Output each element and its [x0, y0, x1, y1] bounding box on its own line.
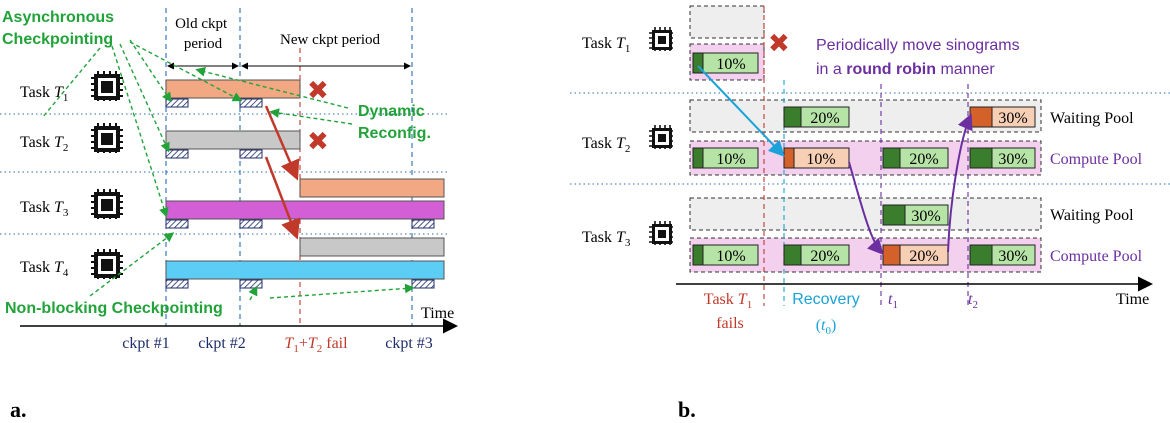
cpu-chip-icon	[649, 27, 673, 51]
dynamic-reconfig-label: Dynamic Reconfig.	[358, 103, 431, 142]
chunk-label: 30%	[998, 151, 1027, 168]
round-robin-note-line2: in a round robin manner	[816, 61, 995, 78]
time-axis-label: Time	[421, 305, 454, 322]
round-robin-arrow	[848, 161, 884, 255]
nonblocking-annotation-lines	[89, 232, 415, 301]
panel-b-label: b.	[678, 397, 696, 422]
chunk-task2-wait-20: 20%	[783, 106, 850, 128]
chunk-task2-10: 10%	[692, 147, 759, 169]
new-period-label: New ckpt period	[280, 32, 380, 48]
reassign-arrow	[264, 156, 300, 240]
chunk-task3-moved-20: 20%	[882, 244, 949, 266]
chunk-task3-wait-30: 30%	[882, 204, 949, 226]
time-axis-label: Time	[1116, 291, 1149, 308]
round-robin-note: Periodically move sinograms	[816, 37, 1020, 54]
chunk-label: 30%	[998, 248, 1027, 265]
task2-new-bar	[299, 237, 445, 257]
fail-x-icon: ✖	[768, 28, 790, 58]
cpu-chip-icon	[91, 249, 123, 279]
ckpt-label: ckpt #3	[385, 335, 433, 352]
task1-fails-label: Task T1 fails	[704, 291, 756, 332]
cpu-chip-icon	[649, 221, 673, 245]
chunk-task1-10: 10%	[692, 52, 759, 74]
chunk-label: 20%	[909, 151, 938, 168]
ckpt-label: ckpt #1	[122, 335, 170, 352]
t2-label: t2	[968, 291, 978, 311]
chunk-label: 10%	[806, 151, 835, 168]
chunk-label: 30%	[911, 208, 940, 225]
cpu-chip-icon	[91, 189, 123, 219]
ckpt-label: ckpt #2	[198, 335, 246, 352]
task1-new-bar	[299, 178, 445, 198]
old-period-label: Old ckpt period	[175, 16, 231, 52]
recovery-time-label: (t0)	[816, 317, 837, 337]
compute-pool-label: Compute Pool	[1050, 151, 1143, 168]
chunk-task3-20: 20%	[783, 244, 850, 266]
chunk-label: 20%	[810, 248, 839, 265]
chunk-label: 20%	[810, 110, 839, 127]
chunk-label: 10%	[716, 151, 745, 168]
task2-bar	[165, 130, 301, 150]
chunk-task2-30: 30%	[969, 147, 1036, 169]
recovery-move-arrow	[697, 65, 785, 157]
fail-x-icon: ✖	[307, 75, 329, 105]
waiting-pool-label: Waiting Pool	[1050, 110, 1134, 127]
task-label: Task T3	[20, 199, 69, 219]
task-labels-b: Task T1 Task T2 Task T3	[582, 35, 631, 249]
cpu-chip-icon	[91, 71, 123, 101]
async-annotation-lines	[41, 39, 243, 218]
task3-bar	[165, 200, 445, 220]
task-label: Task T3	[582, 229, 631, 249]
nonblocking-checkpointing-label: Non-blocking Checkpointing	[5, 300, 223, 317]
task-labels-a: Task T1 Task T2 Task T3 Task T4	[20, 84, 69, 279]
task-label: Task T1	[582, 35, 630, 55]
task-label: Task T4	[20, 259, 69, 279]
cpu-chip-icon	[91, 123, 123, 153]
chunk-task3-30: 30%	[969, 244, 1036, 266]
chunk-label: 30%	[998, 110, 1027, 127]
task1-bar	[165, 79, 301, 99]
async-checkpointing-label: Asynchronous Checkpointing	[2, 9, 118, 48]
chunk-label: 10%	[716, 56, 745, 73]
waiting-pool-label: Waiting Pool	[1050, 207, 1134, 224]
chunk-task2-20: 20%	[882, 147, 949, 169]
task-label: Task T2	[582, 135, 630, 155]
panel-a-label: a.	[10, 397, 27, 422]
chunk-label: 10%	[716, 248, 745, 265]
chunk-label: 20%	[909, 248, 938, 265]
row-separators	[570, 92, 1170, 185]
ckpt-hatch-blocks	[165, 98, 435, 289]
chunk-task2-moved-10: 10%	[783, 147, 850, 169]
panel-b: 10% 20% 30% 10% 10% 20%	[570, 5, 1170, 422]
recovery-label: Recovery	[792, 291, 860, 308]
task-label: Task T2	[20, 134, 68, 154]
t1-label: t1	[888, 291, 898, 311]
chunk-task2-wait-30: 30%	[969, 106, 1036, 128]
fail-time-label: T1+T2 fail	[284, 335, 348, 355]
chunk-task3-10: 10%	[692, 244, 759, 266]
compute-pool-label: Compute Pool	[1050, 248, 1143, 265]
panel-a: Old ckpt period New ckpt period Task T1 …	[0, 8, 458, 422]
round-robin-arrow	[947, 113, 973, 253]
task-label: Task T1	[20, 84, 68, 104]
fail-x-icon: ✖	[307, 126, 329, 156]
dynamic-annotation-lines	[195, 66, 353, 125]
cpu-chip-icon	[649, 125, 673, 149]
task4-bar	[165, 260, 445, 280]
row-separators	[0, 113, 450, 235]
